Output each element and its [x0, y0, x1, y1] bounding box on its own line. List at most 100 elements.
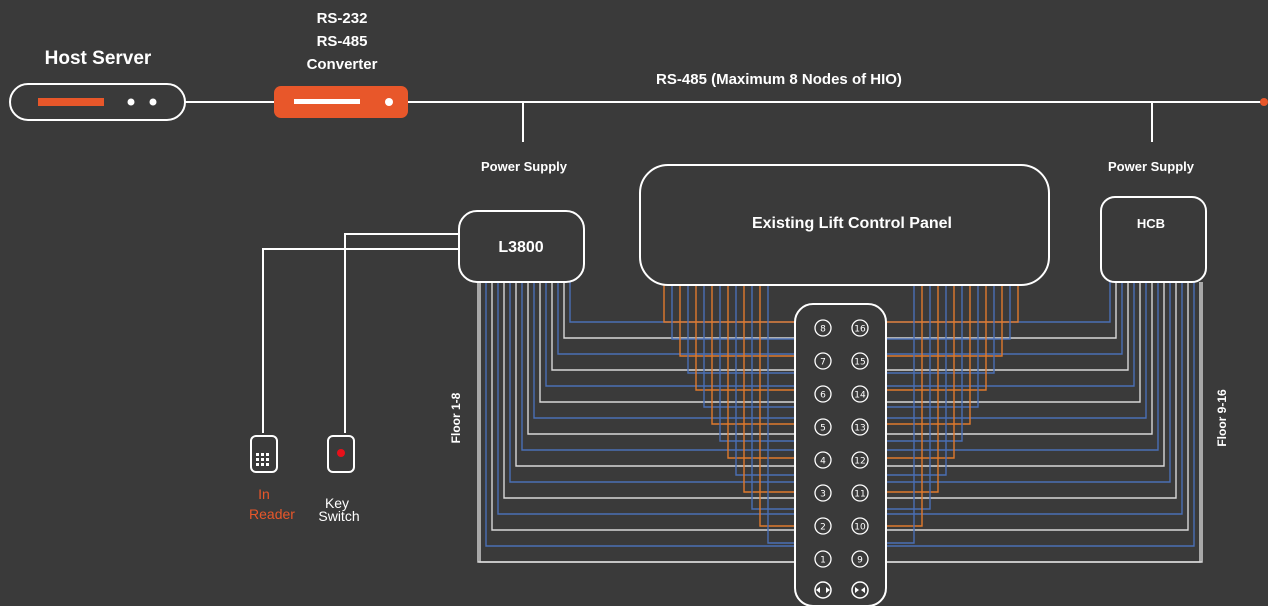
floor-9-16-label: Floor 9-16 [1215, 389, 1229, 447]
floor-button[interactable] [851, 484, 869, 502]
floor-button[interactable] [814, 484, 832, 502]
wire [521, 282, 795, 451]
wire [886, 285, 979, 408]
wire [485, 282, 795, 547]
power-supply-right-label: Power Supply [1108, 159, 1195, 174]
wire [695, 285, 795, 391]
floor-button[interactable] [814, 352, 832, 370]
wire [533, 282, 795, 419]
floor-button-number: 4 [820, 457, 826, 467]
floor-button[interactable] [851, 385, 869, 403]
floor-button[interactable] [851, 418, 869, 436]
wire [886, 282, 1201, 563]
floor-button[interactable] [814, 385, 832, 403]
bus-end-dot [1260, 98, 1268, 106]
wire [886, 285, 987, 391]
floor-button[interactable] [851, 352, 869, 370]
floor-wires [477, 282, 1203, 563]
wire [751, 285, 795, 510]
floor-button[interactable] [851, 451, 869, 469]
host-server-label: Host Server [45, 48, 152, 69]
wire [557, 282, 795, 355]
door-close-icon[interactable] [851, 581, 869, 599]
wire [886, 282, 1147, 419]
converter-label-line2: RS-485 [317, 33, 368, 50]
floor-button-number: 5 [820, 424, 826, 434]
wire [886, 282, 1171, 483]
wire [886, 282, 1183, 515]
wire [539, 282, 795, 403]
reader-wiring [262, 233, 459, 433]
floor-button-number: 7 [820, 358, 826, 368]
wire [886, 285, 963, 442]
floor-button[interactable] [814, 550, 832, 568]
wire [663, 285, 795, 323]
converter-label-line1: RS-232 [317, 10, 368, 27]
floor-button-number: 11 [854, 490, 865, 500]
floor-button-number: 12 [854, 457, 865, 467]
wire [886, 282, 1123, 355]
floor-button[interactable] [814, 451, 832, 469]
rs485-bus [185, 98, 1268, 142]
wire [886, 282, 1189, 531]
floor-button-number: 2 [820, 523, 826, 533]
lift-control-panel-box: Existing Lift Control Panel [639, 164, 1050, 286]
wire [735, 285, 795, 476]
floor-button-number: 14 [854, 391, 866, 401]
floor-button[interactable] [851, 517, 869, 535]
button-panel [794, 303, 887, 606]
wire [527, 282, 795, 435]
wire [743, 285, 795, 493]
wire [886, 285, 1011, 340]
l3800-label: L3800 [498, 239, 543, 256]
floor-button[interactable] [851, 550, 869, 568]
floor-button-number: 8 [820, 325, 826, 335]
floor-button-number: 3 [820, 490, 826, 500]
floor-button-number: 9 [857, 556, 863, 566]
wire [886, 282, 1195, 547]
bus-label: RS-485 (Maximum 8 Nodes of HIO) [656, 71, 902, 88]
floor-button-number: 13 [854, 424, 865, 434]
wire [886, 285, 947, 476]
wire [886, 282, 1117, 339]
wire [886, 282, 1153, 435]
lift-control-panel-label: Existing Lift Control Panel [752, 215, 952, 232]
wire [886, 282, 1159, 451]
wire [759, 285, 795, 527]
hcb-box: HCB [1100, 196, 1207, 283]
floor-button[interactable] [814, 517, 832, 535]
wire [563, 282, 795, 339]
wire [719, 285, 795, 442]
key-switch-label-line2: Switch [318, 508, 359, 524]
wire [886, 282, 1177, 499]
wire [886, 285, 1019, 323]
wire [886, 285, 939, 493]
door-open-icon[interactable] [814, 581, 832, 599]
floor-button-number: 1 [820, 556, 826, 566]
reader-label-line1: In [258, 486, 270, 502]
wire [515, 282, 795, 467]
wire [503, 282, 795, 499]
server-icon [9, 83, 186, 121]
keypad-icon [250, 435, 278, 473]
wire [497, 282, 795, 515]
floor-button[interactable] [814, 418, 832, 436]
wire [671, 285, 795, 340]
l3800-box: L3800 [458, 210, 585, 283]
wire [886, 282, 1165, 467]
floor-button[interactable] [814, 319, 832, 337]
floor-button-number: 10 [854, 523, 866, 533]
floor-button-number: 15 [854, 358, 865, 368]
key-switch-icon [327, 435, 355, 473]
wire [886, 285, 923, 527]
floor-button[interactable] [851, 319, 869, 337]
wire [569, 282, 795, 323]
converter-icon [274, 86, 408, 118]
wire [886, 285, 915, 544]
wire [886, 282, 1141, 403]
wire [509, 282, 795, 483]
wire [479, 282, 795, 563]
floor-button-number: 6 [820, 391, 826, 401]
wire [886, 285, 931, 510]
